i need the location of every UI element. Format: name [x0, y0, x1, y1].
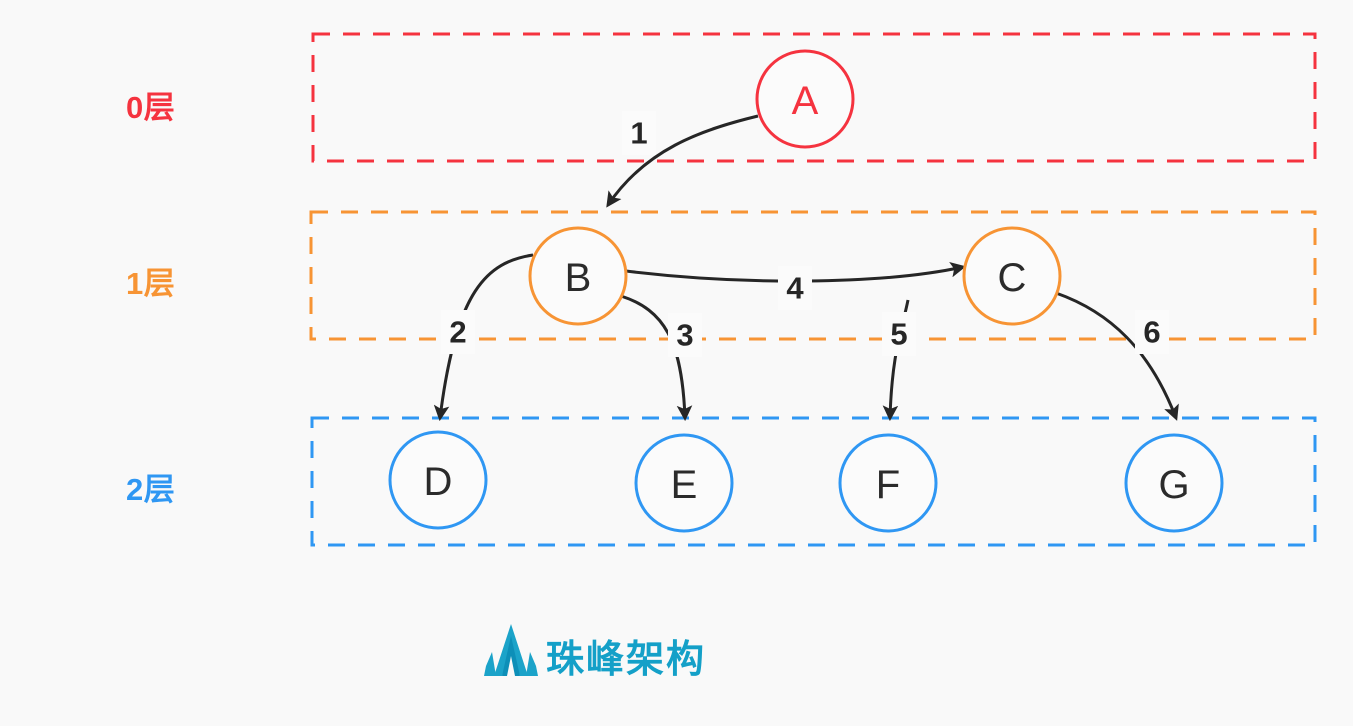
edge-label-1-text: 1	[630, 116, 647, 151]
layer-band-1	[309, 210, 1317, 341]
node-F-label: F	[876, 463, 900, 507]
edge-label-5-text: 5	[890, 317, 907, 352]
node-C[interactable]: C	[962, 226, 1062, 326]
edge-label-2-text: 2	[449, 315, 466, 350]
nodes: A B C D E F G	[388, 49, 1224, 533]
edge-1-path	[606, 114, 759, 208]
node-A-circle[interactable]	[755, 49, 855, 149]
layer-label-2: 2层	[126, 472, 176, 507]
edge-label-2: 2	[441, 310, 475, 354]
mountain-icon	[484, 624, 538, 676]
layer-band-0	[311, 32, 1317, 163]
layer-bands	[309, 32, 1317, 547]
edge-3-path	[620, 294, 693, 422]
node-G[interactable]: G	[1124, 433, 1224, 533]
edge-label-4: 4	[778, 266, 812, 310]
node-B-label: B	[565, 256, 592, 300]
node-G-circle[interactable]	[1124, 433, 1224, 533]
node-E[interactable]: E	[634, 433, 734, 533]
edge-label-3-text: 3	[676, 318, 693, 353]
layer-label-1: 1层	[126, 266, 176, 301]
node-E-label: E	[671, 463, 698, 507]
node-C-label: C	[998, 256, 1027, 300]
edge-label-1: 1	[622, 111, 656, 155]
node-D-label: D	[424, 460, 453, 504]
edge-6-path	[1055, 291, 1179, 421]
node-E-circle[interactable]	[634, 433, 734, 533]
node-D-circle[interactable]	[388, 430, 488, 530]
edge-label-6-text: 6	[1143, 315, 1160, 350]
layer-label-0: 0层	[126, 90, 176, 125]
node-C-circle[interactable]	[962, 226, 1062, 326]
edge-label-5: 5	[882, 312, 916, 356]
watermark-text: 珠峰架构	[546, 639, 707, 681]
node-F-circle[interactable]	[838, 433, 938, 533]
edge-label-4-text: 4	[786, 271, 804, 306]
edge-label-3: 3	[668, 313, 702, 357]
edge-2-path	[433, 253, 534, 422]
node-B[interactable]: B	[528, 226, 628, 326]
node-G-label: G	[1158, 463, 1189, 507]
node-A[interactable]: A	[755, 49, 855, 149]
edge-labels: 1 2 3 4 5 6	[441, 111, 1169, 357]
layer-band-2	[310, 416, 1317, 547]
node-B-circle[interactable]	[528, 226, 628, 326]
node-D[interactable]: D	[388, 430, 488, 530]
node-F[interactable]: F	[838, 433, 938, 533]
node-A-label: A	[792, 79, 819, 123]
edge-label-6: 6	[1135, 310, 1169, 354]
